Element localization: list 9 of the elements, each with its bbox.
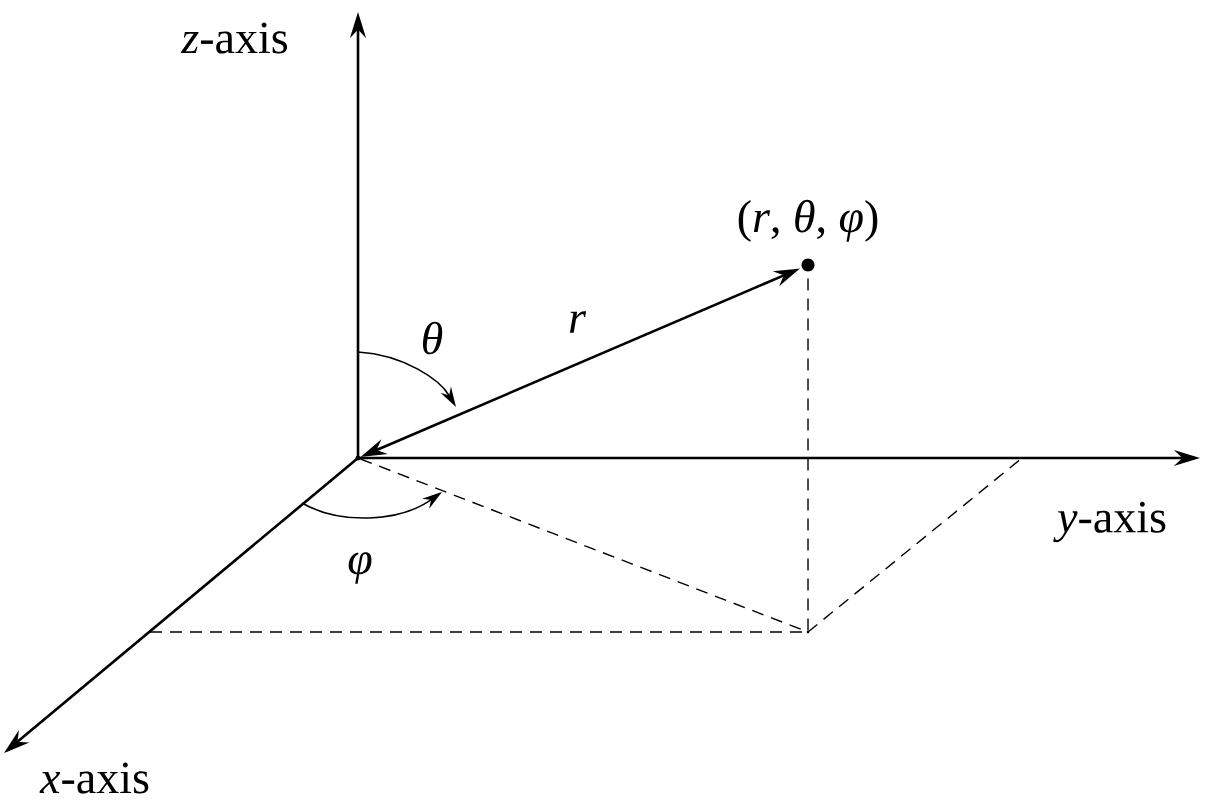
angle-label: φ bbox=[348, 552, 372, 584]
vector-label: r bbox=[569, 311, 587, 333]
point-label: (r, θ, φ) bbox=[738, 199, 878, 242]
projection-point bbox=[806, 630, 810, 634]
axis-label: z-axis bbox=[180, 22, 287, 54]
origin-point bbox=[355, 455, 361, 461]
axis-label: y-axis bbox=[1053, 501, 1166, 543]
angle-label: θ bbox=[422, 321, 443, 355]
axis-label: x-axis bbox=[39, 762, 149, 794]
